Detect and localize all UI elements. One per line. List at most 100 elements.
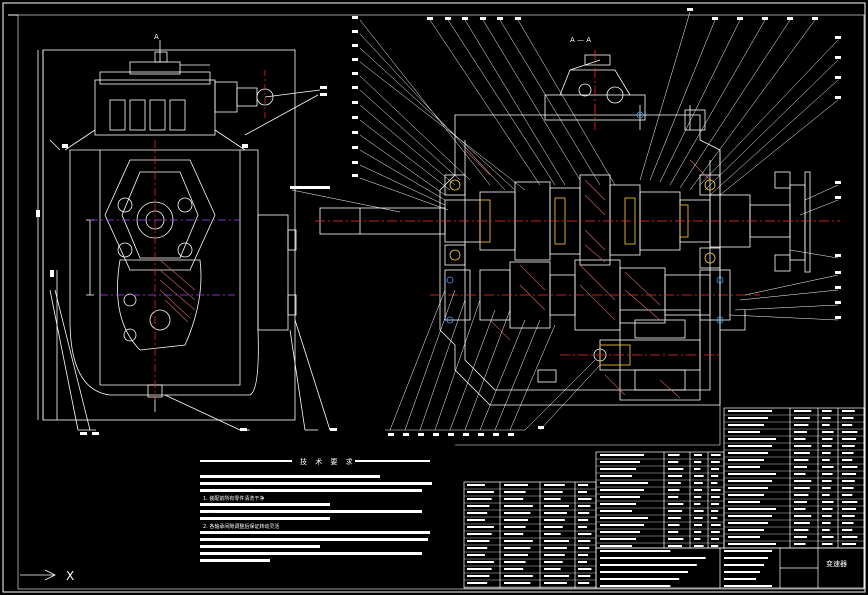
table-cell-text xyxy=(600,454,644,456)
table-cell-text xyxy=(467,519,485,521)
table-cell-text xyxy=(544,512,567,514)
table-cell-text xyxy=(544,533,561,535)
table-cell-text xyxy=(544,505,569,507)
table-cell-text xyxy=(578,519,589,521)
table-cell-text xyxy=(504,519,528,521)
table-cell-text xyxy=(822,459,830,461)
table-cell-text xyxy=(504,526,526,528)
parts-list-cells xyxy=(467,410,858,587)
table-cell-text xyxy=(668,496,679,498)
table-cell-text xyxy=(504,554,528,556)
table-cell-text xyxy=(842,466,858,468)
table-cell-text xyxy=(578,554,589,556)
table-cell-text xyxy=(794,417,810,419)
table-cell-text xyxy=(794,410,812,412)
table-cell-text xyxy=(694,503,701,505)
table-cell-text xyxy=(728,529,764,531)
table-cell-text xyxy=(724,550,772,552)
table-cell-text xyxy=(504,575,533,577)
table-cell-text xyxy=(694,524,702,526)
table-cell-text xyxy=(578,533,592,535)
table-cell-text xyxy=(842,459,853,461)
parts-list-rows xyxy=(464,414,864,588)
table-cell-text xyxy=(600,564,697,566)
table-cell-text xyxy=(822,445,832,447)
table-cell-text xyxy=(822,522,831,524)
table-cell-text xyxy=(668,531,679,533)
table-cell-text xyxy=(822,480,832,482)
table-cell-text xyxy=(842,431,858,433)
table-cell-text xyxy=(467,540,490,542)
table-cell-text xyxy=(728,515,772,517)
table-cell-text xyxy=(504,561,526,563)
table-cell-text xyxy=(728,494,764,496)
table-cell-text xyxy=(467,568,492,570)
table-cell-text xyxy=(711,538,719,540)
table-cell-text xyxy=(794,480,812,482)
table-cell-text xyxy=(728,473,776,475)
table-cell-text xyxy=(504,547,531,549)
tech-requirements-block xyxy=(200,460,432,562)
table-cell-text xyxy=(711,475,719,477)
table-cell-text xyxy=(728,466,760,468)
main-section-label: A — A xyxy=(570,36,591,44)
table-cell-text xyxy=(724,578,756,580)
table-cell-text xyxy=(467,512,488,514)
left-view-centerlines xyxy=(90,70,266,400)
table-cell-text xyxy=(822,487,831,489)
table-cell-text xyxy=(600,545,632,547)
table-cell-text xyxy=(794,466,807,468)
table-cell-text xyxy=(544,526,563,528)
tech-note-4: 4. 加注齿轮油至规定油面 xyxy=(203,512,214,515)
table-cell-text xyxy=(711,496,720,498)
table-cell-text xyxy=(578,568,592,570)
ucs-origin-marker xyxy=(20,569,56,581)
table-cell-text xyxy=(822,417,831,419)
table-cell-text xyxy=(600,524,644,526)
table-cell-text xyxy=(728,438,776,440)
table-cell-text xyxy=(794,536,807,538)
table-cell-text xyxy=(578,561,587,563)
table-cell-text xyxy=(600,475,632,477)
table-cell-text xyxy=(822,466,834,468)
table-cell-text xyxy=(578,498,592,500)
table-cell-text xyxy=(711,489,721,491)
table-cell-text xyxy=(467,575,490,577)
table-cell-text xyxy=(842,445,855,447)
table-cell-text xyxy=(668,475,683,477)
table-cell-text xyxy=(578,547,590,549)
table-cell-text xyxy=(694,482,703,484)
table-cell-text xyxy=(728,543,776,545)
table-cell-text xyxy=(822,515,832,517)
table-cell-text xyxy=(728,424,764,426)
table-cell-text xyxy=(600,503,636,505)
table-cell-text xyxy=(578,575,591,577)
table-cell-text xyxy=(668,517,681,519)
tech-note-5: 5. 按规定扭矩拧紧各螺栓 xyxy=(203,540,214,543)
table-cell-text xyxy=(600,550,671,552)
table-cell-text xyxy=(711,461,720,463)
table-cell-text xyxy=(544,547,567,549)
table-cell-text xyxy=(544,554,565,556)
table-cell-text xyxy=(578,505,591,507)
table-cell-text xyxy=(842,410,855,412)
table-cell-text xyxy=(467,526,494,528)
title-block-drawing-name: 变速器 xyxy=(826,559,847,568)
table-cell-text xyxy=(842,501,858,503)
table-cell-text xyxy=(822,494,830,496)
table-cell-text xyxy=(794,424,809,426)
table-cell-text xyxy=(694,489,702,491)
table-cell-text xyxy=(794,438,806,440)
table-cell-text xyxy=(544,561,563,563)
table-cell-text xyxy=(794,452,810,454)
table-cell-text xyxy=(728,536,760,538)
table-cell-text xyxy=(668,510,683,512)
left-end-view xyxy=(37,40,331,431)
table-cell-text xyxy=(794,431,807,433)
tech-note-3: 3. 装配后进行空载运转试验 xyxy=(203,493,215,496)
table-cell-text xyxy=(822,501,834,503)
table-cell-text xyxy=(694,531,702,533)
table-cell-text xyxy=(694,517,703,519)
table-cell-text xyxy=(794,529,809,531)
